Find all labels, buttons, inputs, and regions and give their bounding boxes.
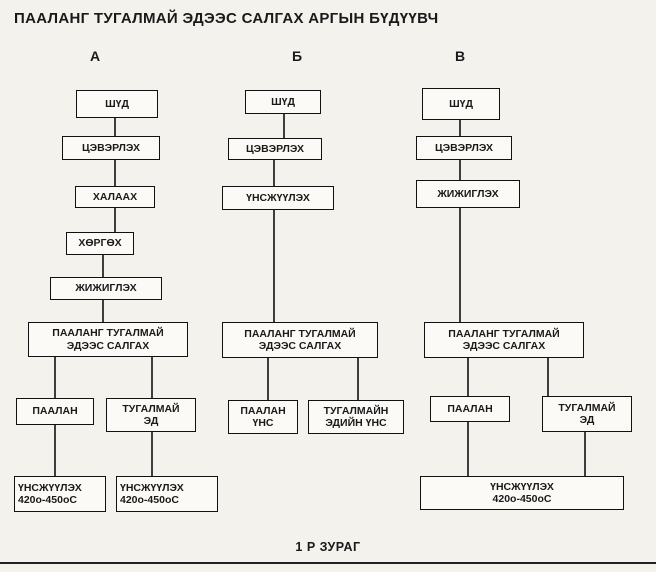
a-step-clean: ЦЭВЭРЛЭХ xyxy=(62,136,160,160)
b-step-clean: ЦЭВЭРЛЭХ xyxy=(228,138,322,160)
page-title: ПААЛАНГ ТУГАЛМАЙ ЭДЭЭС САЛГАХ АРГЫН БҮДҮ… xyxy=(14,10,439,27)
b-step-ash: ҮНСЖҮҮЛЭХ xyxy=(222,186,334,210)
c-end-ash: ҮНСЖҮҮЛЭХ 420о-450оС xyxy=(420,476,624,510)
b-branch-enamel-ash: ПААЛАН ҮНС xyxy=(228,400,298,434)
a-end-ash-right: ҮНСЖҮҮЛЭХ 420о-450оС xyxy=(116,476,218,512)
column-label-b: Б xyxy=(291,48,303,64)
a-step-tooth: ШҮД xyxy=(76,90,158,118)
footer-rule xyxy=(0,562,656,564)
a-end-ash-left: ҮНСЖҮҮЛЭХ 420о-450оС xyxy=(14,476,106,512)
a-step-grind: ЖИЖИГЛЭХ xyxy=(50,277,162,300)
column-label-a: А xyxy=(89,48,101,64)
a-branch-enamel: ПААЛАН xyxy=(16,398,94,425)
c-branch-enamel: ПААЛАН xyxy=(430,396,510,422)
a-step-separate: ПААЛАНГ ТУГАЛМАЙ ЭДЭЭС САЛГАХ xyxy=(28,322,188,357)
a-step-heat: ХАЛААХ xyxy=(75,186,155,208)
column-label-c: В xyxy=(454,48,466,64)
b-step-tooth: ШҮД xyxy=(245,90,321,114)
c-step-separate: ПААЛАНГ ТУГАЛМАЙ ЭДЭЭС САЛГАХ xyxy=(424,322,584,358)
a-step-cool: ХӨРГӨХ xyxy=(66,232,134,255)
c-branch-dentin: ТУГАЛМАЙ ЭД xyxy=(542,396,632,432)
figure-caption: 1 Р ЗУРАГ xyxy=(295,540,361,554)
b-branch-dentin-ash: ТУГАЛМАЙН ЭДИЙН ҮНС xyxy=(308,400,404,434)
c-step-grind: ЖИЖИГЛЭХ xyxy=(416,180,520,208)
a-branch-dentin: ТУГАЛМАЙ ЭД xyxy=(106,398,196,432)
c-step-tooth: ШҮД xyxy=(422,88,500,120)
c-step-clean: ЦЭВЭРЛЭХ xyxy=(416,136,512,160)
b-step-separate: ПААЛАНГ ТУГАЛМАЙ ЭДЭЭС САЛГАХ xyxy=(222,322,378,358)
